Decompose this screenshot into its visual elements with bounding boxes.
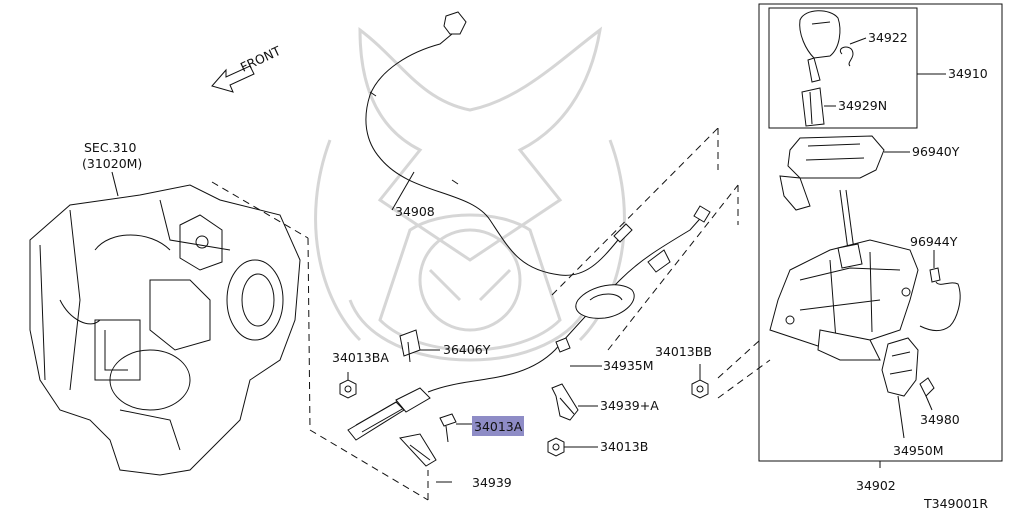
sensor-96944Y [919, 267, 961, 332]
label-34013A: 34013A [474, 419, 523, 434]
label-34980: 34980 [920, 412, 960, 427]
dash-trans-top [211, 181, 309, 239]
bracket-34939A [551, 383, 579, 421]
label-34939A: 34939+A [600, 398, 659, 413]
transmission-assembly [29, 184, 301, 476]
label-34939: 34939 [472, 475, 512, 490]
drawing-id: T349001R [923, 496, 988, 511]
front-label: FRONT [238, 43, 283, 75]
section-sub: (31020M) [82, 156, 142, 171]
shift-knob [799, 10, 841, 127]
front-arrow-icon [211, 65, 255, 93]
nut-34013BB [691, 379, 709, 399]
highlight-34013A [472, 416, 524, 436]
detent-assembly-34950M [881, 337, 935, 397]
label-34013BB: 34013BB [655, 344, 712, 359]
nut-34013B [547, 437, 565, 457]
cable-34935M [347, 205, 711, 441]
dash-shifter [717, 339, 761, 379]
nut-34013BA [339, 379, 357, 399]
dash-trans-bottom [309, 429, 429, 501]
shifter-base [769, 189, 919, 361]
cable-34908 [365, 11, 633, 276]
spring-clip-34922 [839, 46, 854, 67]
label-34908: 34908 [395, 204, 435, 219]
label-96944Y: 96944Y [910, 234, 958, 249]
label-34922: 34922 [868, 30, 908, 45]
dash-cable-1 [551, 127, 719, 296]
label-34950M: 34950M [893, 443, 944, 458]
bracket-34939 [399, 433, 437, 467]
label-34013B: 34013B [600, 439, 648, 454]
label-34935M: 34935M [603, 358, 654, 373]
dash-cable-3 [607, 184, 739, 351]
bolt-34013A [439, 413, 457, 443]
dash-trans-right [307, 237, 311, 431]
label-34929N: 34929N [838, 98, 887, 113]
label-36406Y: 36406Y [443, 342, 491, 357]
dash-shifter-2 [717, 359, 771, 399]
frame-34910 [768, 7, 918, 129]
label-34910: 34910 [948, 66, 988, 81]
samurai-watermark [314, 26, 626, 362]
indicator-panel-96940Y [779, 135, 885, 211]
label-34902: 34902 [856, 478, 896, 493]
clip-36406Y [399, 329, 421, 363]
label-96940Y: 96940Y [912, 144, 960, 159]
section-ref: SEC.310 [84, 140, 136, 155]
label-34013BA: 34013BA [332, 350, 389, 365]
